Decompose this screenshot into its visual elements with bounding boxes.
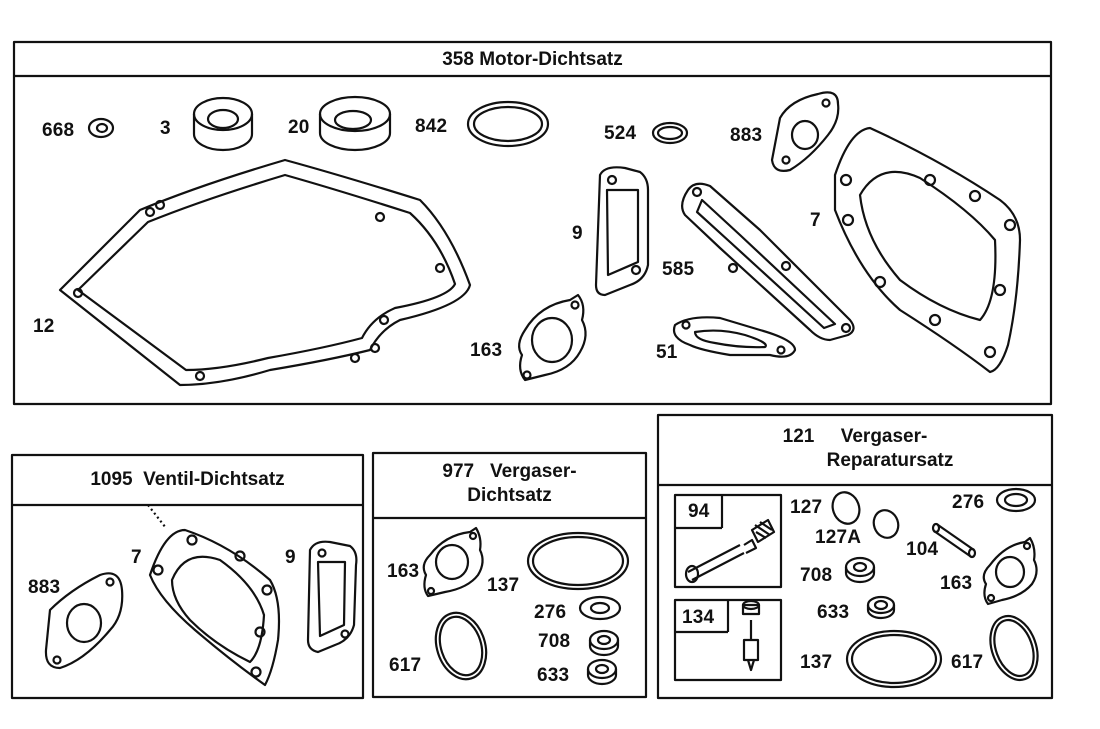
head-gasket-7-ventil-drawing bbox=[148, 528, 281, 687]
float-valve-134-drawing bbox=[741, 599, 761, 672]
part-label-127: 127 bbox=[790, 497, 823, 518]
ventil-kit-name: Ventil-Dichtsatz bbox=[143, 469, 285, 490]
gasket-163-vr-drawing bbox=[982, 536, 1038, 606]
part-label-3: 3 bbox=[160, 118, 171, 139]
o-ring-842-drawing bbox=[466, 100, 550, 148]
part-label-9-ventil: 9 bbox=[285, 547, 296, 568]
part-label-7-ventil: 7 bbox=[131, 547, 142, 568]
part-label-134: 134 bbox=[682, 607, 715, 628]
part-label-163-vd: 163 bbox=[387, 561, 420, 582]
gasket-163-vd-drawing bbox=[422, 526, 484, 598]
part-label-842: 842 bbox=[415, 116, 448, 137]
part-label-94: 94 bbox=[688, 501, 710, 522]
part-label-127a: 127A bbox=[815, 527, 862, 548]
part-label-163: 163 bbox=[470, 340, 503, 361]
oil-seal-20-drawing bbox=[318, 95, 392, 152]
part-label-20: 20 bbox=[288, 117, 310, 138]
gasket-51-drawing bbox=[672, 316, 797, 358]
ventil-kit-title: 1095 Ventil-Dichtsatz bbox=[12, 469, 363, 491]
motor-kit-number: 358 bbox=[442, 49, 474, 70]
motor-kit-name: Motor-Dichtsatz bbox=[479, 49, 623, 70]
part-label-524: 524 bbox=[604, 123, 637, 144]
part-label-137-vd: 137 bbox=[487, 575, 520, 596]
motor-kit-frame bbox=[12, 40, 1053, 406]
part-label-617-vd: 617 bbox=[389, 655, 422, 676]
seal-708-vr-drawing bbox=[844, 556, 876, 584]
part-label-585: 585 bbox=[662, 259, 695, 280]
gasket-883-drawing bbox=[770, 91, 840, 172]
part-label-7: 7 bbox=[810, 210, 821, 231]
part-label-708-vr: 708 bbox=[800, 565, 833, 586]
crankcase-gasket-12-drawing bbox=[58, 158, 472, 387]
vergaser-rep-kit-name-line1: Vergaser- bbox=[840, 426, 928, 447]
vergaser-dicht-kit-name-line1: Vergaser- bbox=[489, 461, 577, 482]
vergaser-rep-kit-title: 121 Vergaser- Reparatursatz bbox=[658, 425, 1052, 473]
seal-276-vd-drawing bbox=[578, 595, 622, 621]
ring-524-drawing bbox=[651, 121, 689, 145]
vergaser-dicht-kit-number: 977 bbox=[442, 461, 475, 482]
plug-127-drawing bbox=[831, 491, 861, 525]
part-label-163-vr: 163 bbox=[940, 573, 973, 594]
part-label-104: 104 bbox=[906, 539, 939, 560]
part-label-883: 883 bbox=[730, 125, 763, 146]
gasket-883-ventil-drawing bbox=[44, 572, 124, 670]
o-ring-617-vd-drawing bbox=[434, 611, 488, 681]
needle-valve-94-drawing bbox=[684, 518, 776, 584]
part-label-9: 9 bbox=[572, 223, 583, 244]
seal-633-vd-drawing bbox=[586, 658, 618, 686]
ventil-kit-frame bbox=[10, 453, 365, 700]
part-label-633-vd: 633 bbox=[537, 665, 570, 686]
part-label-883-ventil: 883 bbox=[28, 577, 61, 598]
part-label-51: 51 bbox=[656, 342, 678, 363]
part-label-617-vr: 617 bbox=[951, 652, 984, 673]
part-label-633-vr: 633 bbox=[817, 602, 850, 623]
seal-708-vd-drawing bbox=[588, 629, 620, 657]
vergaser-rep-kit-name-line2: Reparatursatz bbox=[826, 450, 954, 471]
seal-276-vr-drawing bbox=[995, 487, 1037, 513]
subkit-94-frame bbox=[673, 493, 783, 589]
motor-kit-title: 358 Motor-Dichtsatz bbox=[14, 49, 1051, 71]
gasket-585-drawing bbox=[681, 182, 855, 342]
seal-668-drawing bbox=[87, 117, 115, 139]
cover-gasket-9-ventil-drawing bbox=[306, 540, 358, 654]
plug-127a-drawing bbox=[872, 509, 900, 539]
part-label-668: 668 bbox=[42, 120, 75, 141]
o-ring-137-vd-drawing bbox=[526, 531, 630, 591]
vergaser-dicht-kit-name-line2: Dichtsatz bbox=[467, 485, 552, 506]
part-label-12: 12 bbox=[33, 316, 55, 337]
ventil-kit-number: 1095 bbox=[90, 469, 133, 490]
o-ring-617-vr-drawing bbox=[989, 614, 1039, 682]
vergaser-dicht-kit-title: 977 Vergaser- Dichtsatz bbox=[373, 460, 646, 508]
pin-104-drawing bbox=[931, 522, 977, 559]
oil-seal-3-drawing bbox=[192, 96, 254, 152]
gasket-163-motor-drawing bbox=[518, 293, 587, 382]
vergaser-dicht-kit-frame bbox=[371, 451, 648, 699]
part-label-137-vr: 137 bbox=[800, 652, 833, 673]
seal-633-vr-drawing bbox=[866, 595, 896, 620]
o-ring-137-vr-drawing bbox=[845, 629, 943, 689]
vergaser-rep-kit-number: 121 bbox=[782, 426, 815, 447]
cover-gasket-9-drawing bbox=[594, 166, 650, 297]
part-label-276-vr: 276 bbox=[952, 492, 985, 513]
head-gasket-7-drawing bbox=[833, 126, 1022, 374]
vergaser-rep-kit-frame bbox=[656, 413, 1054, 700]
part-label-708-vd: 708 bbox=[538, 631, 571, 652]
part-label-276-vd: 276 bbox=[534, 602, 567, 623]
